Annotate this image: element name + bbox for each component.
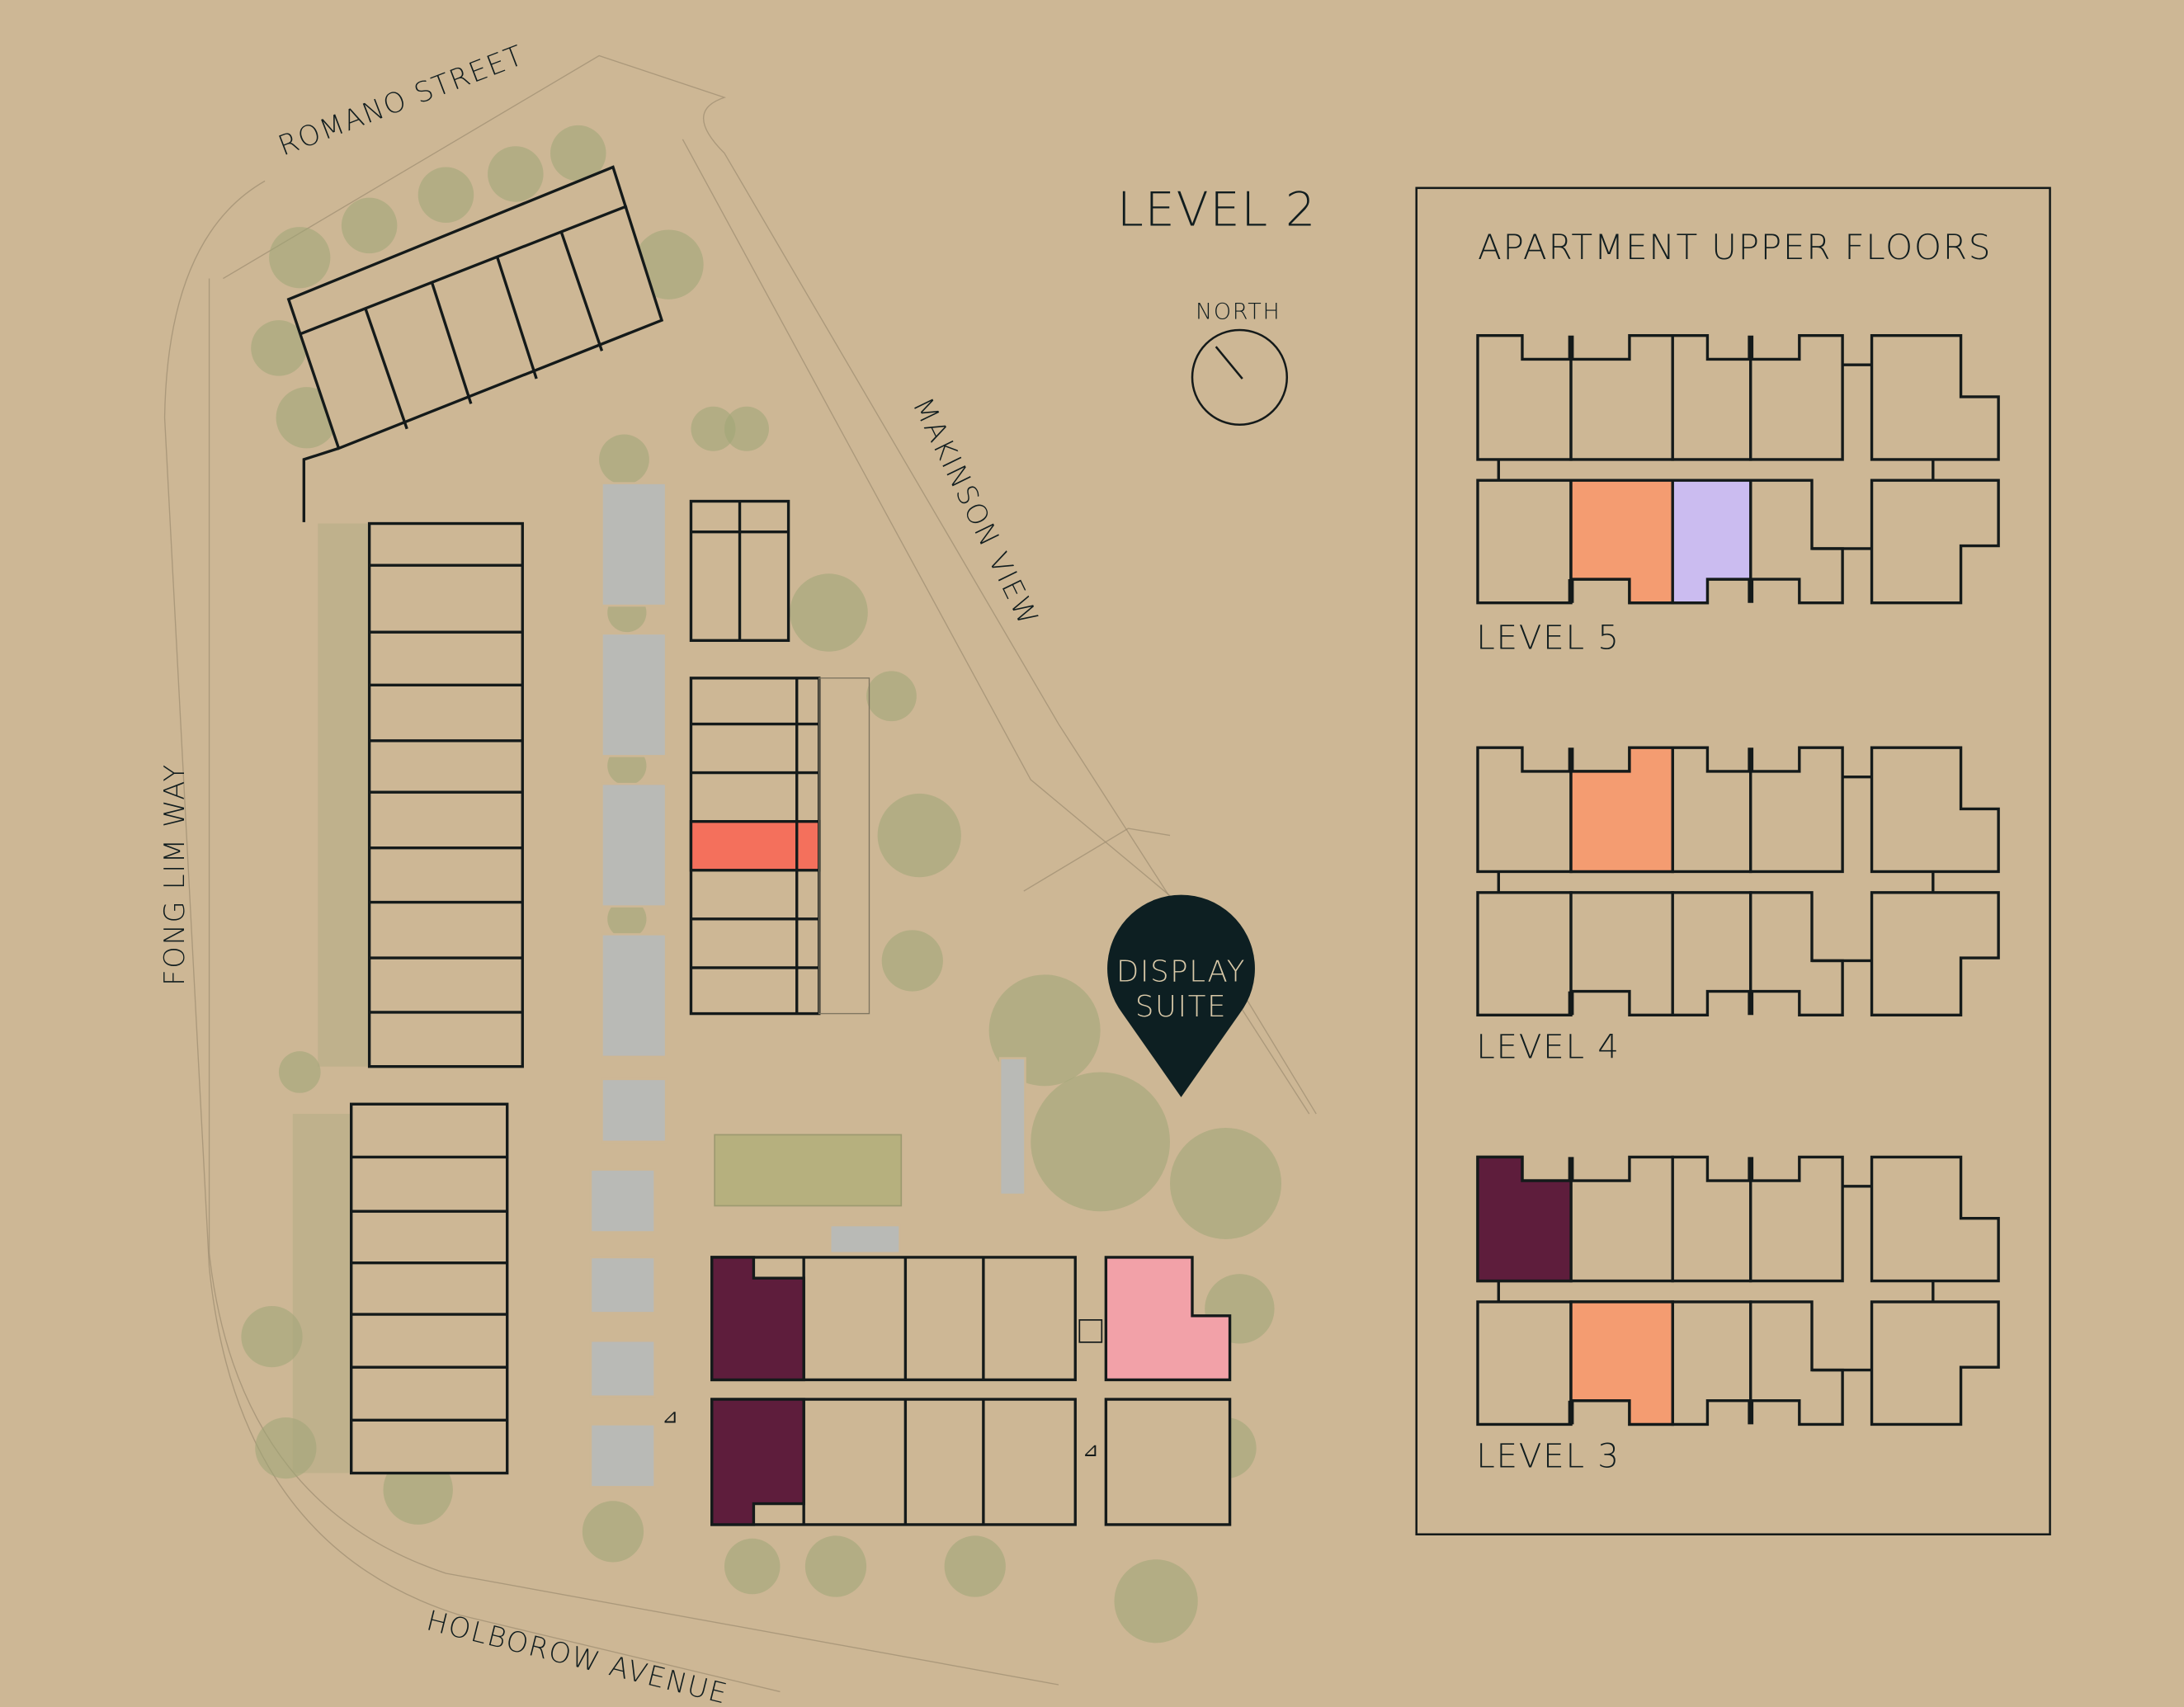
pool [714, 1134, 903, 1207]
upper-floors-panel: APARTMENT UPPER FLOORS [1415, 186, 2051, 1536]
level-5-label: LEVEL 5 [1476, 617, 1620, 657]
highlighted-unit-plum-upper[interactable] [710, 1256, 805, 1382]
terrace-building-west-1[interactable] [318, 521, 524, 1068]
level-title: LEVEL 2 [1117, 182, 1317, 237]
level-3-label: LEVEL 3 [1476, 1436, 1620, 1476]
level-4-label: LEVEL 4 [1476, 1027, 1620, 1067]
parking-bays [589, 482, 1026, 1488]
level-4-unit-orange[interactable] [1569, 746, 1674, 874]
map-pin-icon [1107, 894, 1255, 1097]
display-suite-line1: DISPLAY [1116, 955, 1246, 989]
display-suite-line2: SUITE [1135, 990, 1227, 1024]
terrace-building-north[interactable] [286, 165, 664, 522]
highlighted-unit-plum-lower[interactable] [710, 1398, 805, 1526]
level-5-plan[interactable]: LEVEL 5 [1476, 336, 1998, 658]
level-3-unit-orange[interactable] [1569, 1300, 1674, 1426]
highlighted-unit-pink[interactable] [1104, 1256, 1232, 1382]
terrace-building-middle[interactable] [689, 677, 870, 1016]
lift-icon [1078, 1319, 1103, 1343]
street-label-fong-lim: FONG LIM WAY [158, 763, 191, 986]
display-suite-pin[interactable]: DISPLAY SUITE [1107, 894, 1255, 1097]
terrace-building-west-2[interactable] [292, 1102, 509, 1475]
terrace-building-middle-small[interactable] [689, 499, 790, 642]
highlighted-unit-coral[interactable] [689, 819, 821, 872]
level-4-plan[interactable]: LEVEL 4 [1476, 746, 1998, 1067]
stairs-icon: ⊿ [1083, 1440, 1099, 1461]
upper-floors-title: APARTMENT UPPER FLOORS [1478, 227, 1992, 267]
level-3-plan[interactable]: LEVEL 3 [1476, 1155, 1998, 1476]
level-5-unit-lavender[interactable] [1671, 479, 1752, 605]
landscaping-trees [241, 125, 1282, 1643]
north-arrow-icon [1191, 328, 1289, 426]
north-label: NORTH [1196, 299, 1281, 324]
level-3-unit-plum[interactable] [1476, 1155, 1573, 1283]
stairs-icon: ⊿ [662, 1407, 678, 1428]
apartment-building[interactable]: ⊿ [710, 1256, 1232, 1526]
